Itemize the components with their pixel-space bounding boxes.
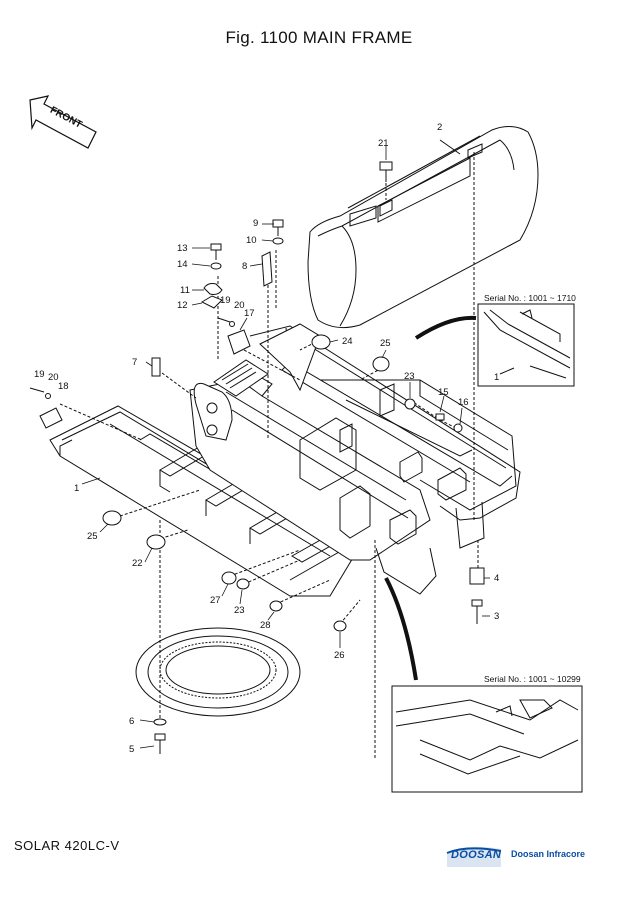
- model-name: SOLAR 420LC-V: [14, 838, 120, 853]
- doosan-logo-text: DOOSAN: [451, 849, 502, 861]
- callout-7: 7: [132, 357, 137, 368]
- callout-28: 28: [260, 620, 271, 631]
- callout-24: 24: [342, 336, 353, 347]
- swing-bearing-ring: [135, 627, 301, 717]
- callout-19-left: 19: [34, 369, 45, 380]
- callout-1: 1: [74, 483, 79, 494]
- callout-9: 9: [253, 218, 258, 229]
- callout-15: 15: [438, 387, 449, 398]
- callout-12: 12: [177, 300, 188, 311]
- callout-4: 4: [494, 573, 499, 584]
- callout-11: 11: [180, 285, 190, 296]
- callout-3: 3: [494, 611, 499, 622]
- callout-21: 21: [378, 138, 389, 149]
- callout-23-right: 23: [404, 371, 415, 382]
- callout-8: 8: [242, 261, 247, 272]
- leader-lines: [81, 146, 490, 749]
- callout-17: 17: [244, 308, 255, 319]
- callout-18: 18: [58, 381, 69, 392]
- counterweight: [307, 126, 539, 329]
- callout-25-top: 25: [380, 338, 391, 349]
- doosan-logo-icon: [446, 846, 502, 867]
- company-name: Doosan Infracore: [511, 849, 586, 859]
- leader-line: [439, 139, 461, 155]
- callout-5: 5: [129, 744, 134, 755]
- small-parts: [29, 161, 485, 754]
- callout-27: 27: [210, 595, 221, 606]
- callout-labels: 2 21 9 10 8 13 14 11 12 19 20 17 7 19 20…: [34, 122, 499, 755]
- callout-1-detail: 1: [494, 372, 499, 383]
- callout-10: 10: [246, 235, 257, 246]
- doosan-logo: DOOSAN Doosan Infracore: [445, 843, 595, 869]
- detail-box-1: [477, 303, 575, 387]
- detail-box-2-serial: Serial No. : 1001 ~ 10299: [484, 674, 581, 684]
- callout-14: 14: [177, 259, 188, 270]
- callout-13: 13: [177, 243, 188, 254]
- callout-23-bottom: 23: [234, 605, 245, 616]
- callout-6: 6: [129, 716, 134, 727]
- callout-2: 2: [437, 122, 442, 133]
- callout-20-top: 20: [234, 300, 245, 311]
- callout-22: 22: [132, 558, 143, 569]
- upper-frame-body: [49, 323, 521, 597]
- callout-26: 26: [334, 650, 345, 661]
- detail-box-1-serial: Serial No. : 1001 ~ 1710: [484, 293, 576, 303]
- front-arrow-icon: FRONT: [29, 95, 97, 149]
- callout-16: 16: [458, 397, 469, 408]
- callout-19-top: 19: [220, 295, 231, 306]
- detail-box-2: [391, 685, 583, 793]
- callout-20-left: 20: [48, 372, 59, 383]
- page-title: Fig. 1100 MAIN FRAME: [225, 28, 413, 47]
- callout-25-left: 25: [87, 531, 98, 542]
